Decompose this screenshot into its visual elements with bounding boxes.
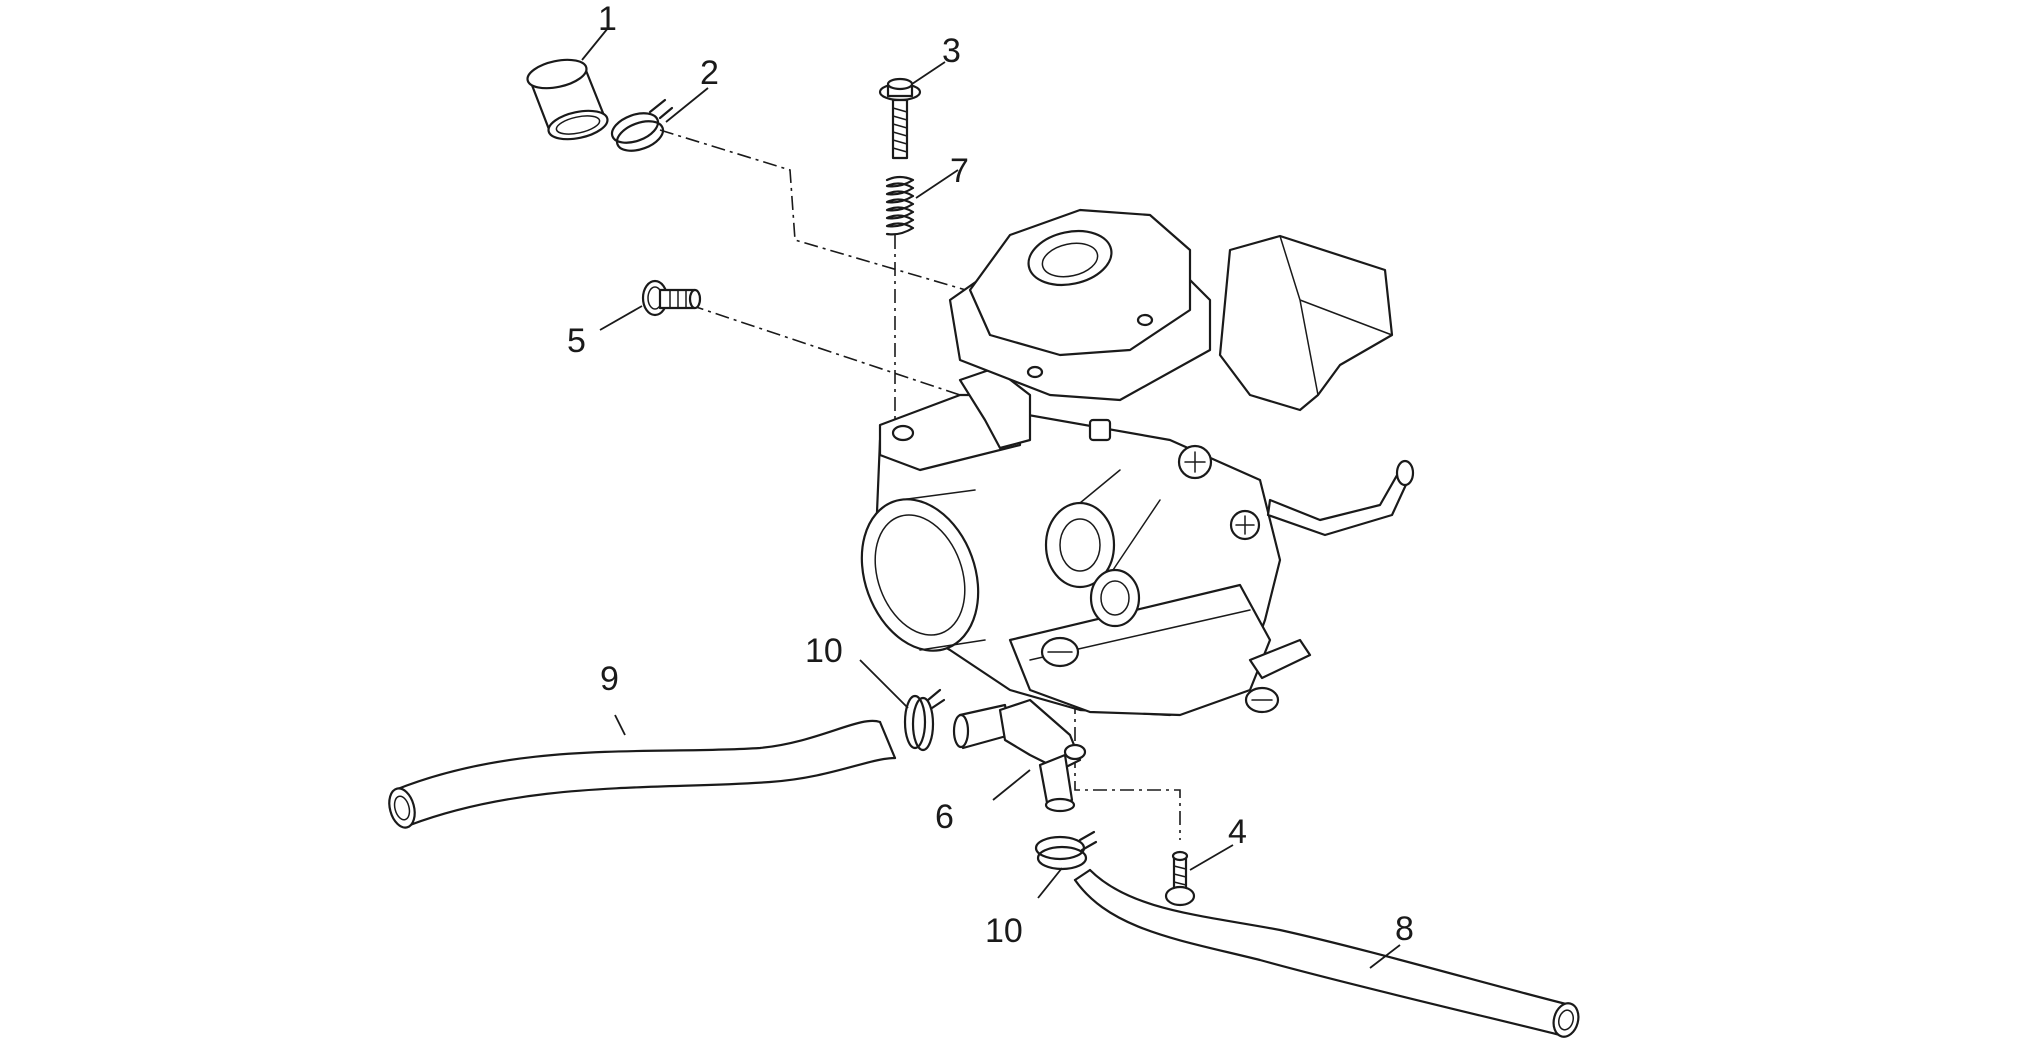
callout-10-lower: 10 [985,912,1023,950]
part-3-screw [878,77,922,160]
part-4-screw [1164,850,1196,907]
callout-9: 9 [600,660,619,698]
callout-1: 1 [598,0,617,38]
callout-2: 2 [700,54,719,92]
part-6-elbow-fitting [952,698,1087,813]
part-10-clip-lower [1034,830,1098,871]
callout-7: 7 [950,152,969,190]
part-8-hose [1073,868,1580,1038]
carburetor-body [860,208,1415,717]
callout-4: 4 [1228,813,1247,851]
part-1-sleeve [526,58,609,141]
callout-10-upper: 10 [805,632,843,670]
callout-3: 3 [942,32,961,70]
callout-5: 5 [567,322,586,360]
callout-labels: 1 2 3 7 5 10 9 6 4 10 8 [567,0,1414,950]
part-7-spring [885,175,915,236]
part-2-clip [610,98,674,152]
part-10-clip-upper [903,688,946,752]
alignment-lines [659,129,1181,840]
part-9-hose [388,719,897,829]
callout-6: 6 [935,798,954,836]
leader-lines [581,27,1401,969]
callout-8: 8 [1395,910,1414,948]
part-5-screw [641,279,702,317]
